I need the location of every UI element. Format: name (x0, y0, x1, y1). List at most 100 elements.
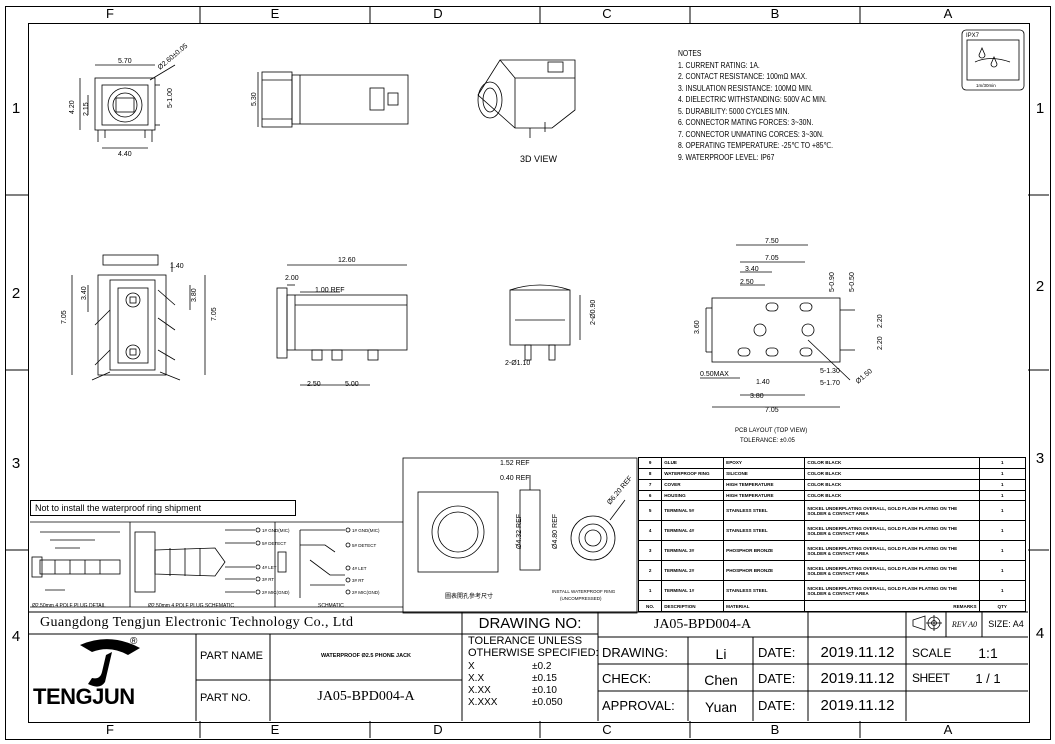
schematic-pin-label: 3# RT (352, 578, 364, 583)
check-by-value: Chen (704, 672, 738, 688)
dimension-label: 5-1.70 (820, 380, 840, 387)
schematic-pin-label: 1# GND(MIC) (352, 528, 380, 533)
dimension-label: 7.05 (765, 255, 779, 262)
dimension-label: 5.00 (345, 381, 359, 388)
dimension-label: 5.70 (118, 58, 132, 65)
zone-row-number: 2 (11, 285, 21, 302)
plug-schematic-label: Ø2.50mm 4 POLF PLUG SCHEMATIC (148, 603, 234, 609)
dimension-label: Ø4.80 REF (552, 514, 559, 549)
dimension-label: 3.80 (191, 288, 198, 302)
chinese-note-label: 圖表開孔參考尺寸 (445, 592, 493, 600)
zone-letter: D (433, 6, 443, 21)
bom-header-cell: MATERIAL (723, 600, 806, 612)
drawing-by-value: Li (715, 646, 727, 662)
dimension-label: 0.50MAX (700, 371, 729, 378)
zone-letter: C (602, 722, 612, 737)
bom-cell: STAINLESS STEEL (723, 580, 806, 602)
notes-block: NOTES 1. CURRENT RATING: 1A. 2. CONTACT … (678, 48, 833, 163)
tolerance-title: TOLERANCE UNLESS (468, 635, 583, 647)
tolerance-key: X.XXX (468, 697, 498, 708)
tolerance-title: OTHERWISE SPECIFIED: (468, 647, 599, 659)
dimension-label: 3.80 (750, 393, 764, 400)
dimension-label: 7.05 (765, 407, 779, 414)
schematic-label: SCHMATIC (318, 603, 344, 609)
tolerance-value: ±0.15 (532, 673, 557, 684)
tolerance-key: X (468, 661, 475, 672)
scale-label: SCALE (912, 646, 952, 660)
dimension-label: Ø4.32 REF (516, 514, 523, 549)
zone-row-number: 4 (11, 628, 21, 645)
bom-cell: 7 (637, 478, 663, 491)
bom-cell: 8 (637, 467, 663, 480)
schematic-pin-label: 1# GND(MIC) (262, 528, 290, 533)
ipx-rating-label: IPX7 (966, 33, 980, 39)
dimension-label: 7.05 (61, 310, 68, 324)
zone-letter: B (770, 722, 780, 737)
zone-letter: A (943, 722, 953, 737)
drawing-outer-frame (5, 6, 1051, 740)
note-item: 6. CONNECTOR MATING FORCES: 3~30N. (678, 118, 814, 127)
sheet-label: SHEET (912, 671, 950, 685)
bom-header-cell: NO. (637, 600, 663, 612)
schematic-pin-label: 4# LET (352, 566, 367, 571)
uncompressed-label: (UNCOMPRESSED) (560, 596, 602, 601)
dimension-label: 4.20 (69, 100, 76, 114)
dimension-label: 1.00 REF (315, 287, 345, 294)
plug-detail-label: Ø2.50mm 4 POLF PLUG DFTAIL (32, 603, 106, 609)
paper-size-label: SIZE: A4 (988, 619, 1024, 629)
sheet-value: 1 / 1 (975, 670, 1001, 686)
note-item: 7. CONNECTOR UNMATING CORCES: 3~30N. (678, 129, 824, 139)
zone-row-number: 3 (11, 455, 21, 472)
zone-row-number: 3 (1035, 450, 1045, 467)
dimension-label: 5-0.50 (849, 272, 856, 292)
tolerance-value: ±0.2 (532, 661, 552, 672)
dimension-label: 1.40 (170, 263, 184, 270)
bom-header-cell: QTY (978, 600, 1027, 612)
scale-value: 1:1 (978, 645, 998, 661)
part-name-label: PART NAME (200, 650, 263, 662)
schematic-pin-label: 5# DETECT (352, 543, 377, 548)
company-name: Guangdong Tengjun Electronic Technology … (40, 615, 354, 630)
dimension-label: 5-1.30 (820, 368, 840, 375)
install-ring-label: INSTALL WATERPROOF RING (552, 589, 616, 594)
part-no-label: PART NO. (200, 692, 251, 704)
part-number-value: JA05-BPD004-A (317, 689, 415, 704)
note-item: 9. WATERPROOF LEVEL: IP67 (678, 152, 775, 162)
tolerance-value: ±0.050 (532, 697, 563, 708)
zone-letter: F (106, 6, 114, 21)
projection-symbol-icon (912, 615, 942, 631)
note-item: 4. DIELECTRIC WITHSTANDING: 500V AC MIN. (678, 95, 827, 104)
tolerance-key: X.X (468, 673, 485, 684)
tolerance-value: ±0.10 (532, 685, 557, 696)
check-by-label: CHECK: (602, 670, 652, 686)
date-label: DATE: (758, 670, 796, 686)
note-item: 1. CURRENT RATING: 1A. (678, 60, 760, 70)
dimension-label: 1.40 (756, 379, 770, 386)
pcb-tolerance-label: TOLERANCE: ±0.05 (740, 438, 796, 444)
dimension-label: 7.50 (765, 238, 779, 245)
bom-cell: 1 (978, 478, 1027, 491)
dimension-label: 2.50 (307, 381, 321, 388)
zone-row-number: 1 (1035, 100, 1045, 117)
pcb-layout-label: PCB LAYOUT (TOP VIEW) (735, 428, 807, 434)
dimension-label: 5-1.00 (167, 88, 174, 108)
bom-cell: 1 (637, 580, 663, 602)
dimension-label: 3.40 (745, 266, 759, 273)
registered-mark: ® (130, 636, 138, 647)
dimension-label: 1.52 REF (500, 460, 530, 467)
dimension-label: 3.60 (694, 320, 701, 334)
drawing-by-label: DRAWING: (602, 644, 668, 660)
note-item: 3. INSULATION RESISTANCE: 100MΩ MIN. (678, 83, 813, 93)
bom-cell: 1 (978, 467, 1027, 480)
drawing-number: JA05-BPD004-A (653, 617, 752, 632)
